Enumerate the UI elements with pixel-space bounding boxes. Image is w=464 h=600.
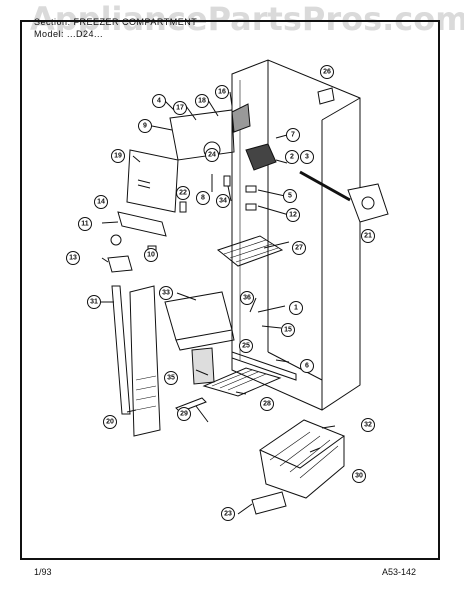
callout-11: 11	[78, 217, 92, 231]
callout-33: 33	[159, 286, 173, 300]
svg-text:26: 26	[323, 69, 331, 76]
svg-text:25: 25	[242, 343, 250, 350]
svg-text:2: 2	[290, 154, 294, 161]
callout-21: 21	[361, 229, 375, 243]
callout-31: 31	[87, 295, 101, 309]
callout-20: 20	[103, 415, 117, 429]
diagram-frame	[20, 20, 440, 560]
callout-3: 3	[300, 150, 314, 164]
callout-4: 4	[152, 94, 166, 108]
callout-23: 23	[221, 507, 235, 521]
svg-text:24: 24	[208, 152, 216, 159]
footer-code: A53-142	[382, 567, 417, 577]
callout-24: 24	[205, 148, 219, 162]
footer-date: 1/93	[34, 567, 52, 577]
watermark: AppliancePartsPros.com	[30, 0, 464, 38]
callout-28: 28	[260, 397, 274, 411]
section-title: Section: FREEZER COMPARTMENT	[34, 17, 198, 27]
callout-17: 17	[173, 101, 187, 115]
callout-18: 18	[195, 94, 209, 108]
svg-text:33: 33	[162, 290, 170, 297]
svg-text:18: 18	[198, 98, 206, 105]
svg-text:9: 9	[143, 123, 147, 130]
svg-text:3: 3	[305, 154, 309, 161]
callout-6: 6	[300, 359, 314, 373]
svg-text:4: 4	[157, 98, 161, 105]
svg-text:16: 16	[218, 89, 226, 96]
callout-16: 16	[215, 85, 229, 99]
callout-35: 35	[164, 371, 178, 385]
callout-5: 5	[283, 189, 297, 203]
callout-19: 19	[111, 149, 125, 163]
callout-32: 32	[361, 418, 375, 432]
callout-13: 13	[66, 251, 80, 265]
svg-text:12: 12	[289, 212, 297, 219]
svg-text:30: 30	[355, 473, 363, 480]
svg-text:5: 5	[288, 193, 292, 200]
svg-text:34: 34	[219, 198, 227, 205]
callout-12: 12	[286, 208, 300, 222]
callout-10: 10	[144, 248, 158, 262]
svg-text:20: 20	[106, 419, 114, 426]
callout-26: 26	[320, 65, 334, 79]
svg-text:17: 17	[176, 105, 184, 112]
svg-text:22: 22	[179, 190, 187, 197]
svg-text:11: 11	[81, 221, 89, 228]
cabinet-outline	[231, 59, 361, 411]
svg-text:7: 7	[291, 132, 295, 139]
callout-27: 27	[292, 241, 306, 255]
svg-text:36: 36	[243, 295, 251, 302]
svg-text:14: 14	[97, 199, 105, 206]
callout-8: 8	[196, 191, 210, 205]
model-label: Model: ...D24...	[34, 29, 104, 39]
svg-text:19: 19	[114, 153, 122, 160]
callout-1: 1	[289, 301, 303, 315]
callout-36: 36	[240, 291, 254, 305]
callout-25: 25	[239, 339, 253, 353]
svg-text:1: 1	[294, 305, 298, 312]
svg-text:15: 15	[284, 327, 292, 334]
callout-29: 29	[177, 407, 191, 421]
svg-text:31: 31	[90, 299, 98, 306]
svg-text:29: 29	[180, 411, 188, 418]
svg-text:21: 21	[364, 233, 372, 240]
svg-text:8: 8	[201, 195, 205, 202]
callout-15: 15	[281, 323, 295, 337]
svg-text:10: 10	[147, 252, 155, 259]
callout-9: 9	[138, 119, 152, 133]
callout-34: 34	[216, 194, 230, 208]
callout-22: 22	[176, 186, 190, 200]
callout-7: 7	[286, 128, 300, 142]
svg-text:27: 27	[295, 245, 303, 252]
callout-30: 30	[352, 469, 366, 483]
svg-text:32: 32	[364, 422, 372, 429]
svg-text:23: 23	[224, 511, 232, 518]
svg-text:35: 35	[167, 375, 175, 382]
callout-2: 2	[285, 150, 299, 164]
svg-text:28: 28	[263, 401, 271, 408]
svg-text:6: 6	[305, 363, 309, 370]
callout-14: 14	[94, 195, 108, 209]
svg-text:13: 13	[69, 255, 77, 262]
